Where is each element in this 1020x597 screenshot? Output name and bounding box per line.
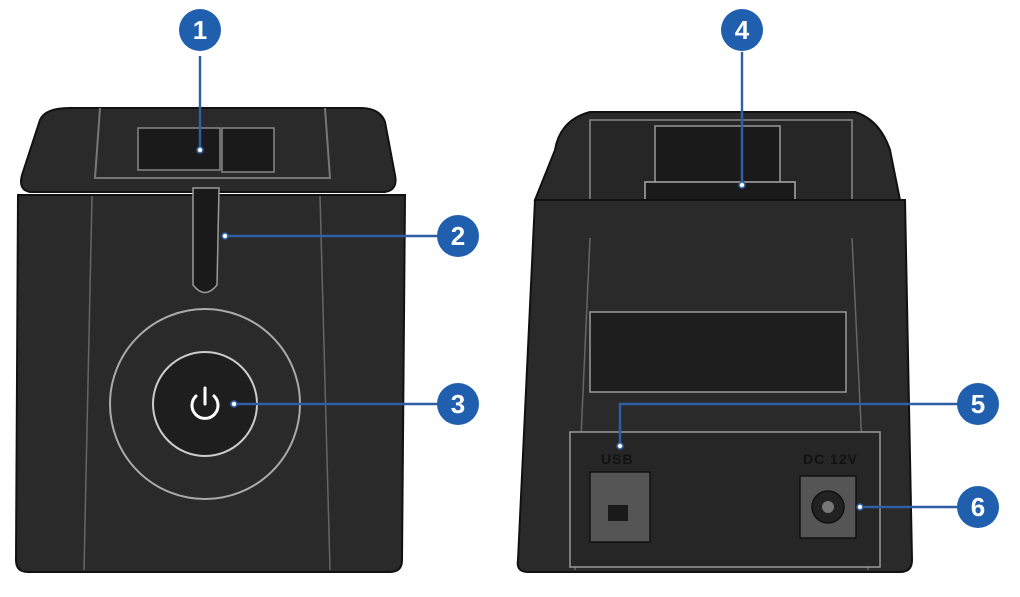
usb-port-label: USB (601, 451, 634, 467)
front-body-edge-right (319, 195, 331, 571)
leader-3-dot (230, 400, 238, 408)
callout-4-number: 4 (735, 15, 750, 45)
usb-port-connector (608, 505, 628, 521)
callout-1-number: 1 (193, 15, 207, 45)
leader-4-dot (738, 181, 746, 189)
leader-5 (618, 402, 960, 446)
callout-5: 5 (957, 383, 999, 425)
power-icon (190, 386, 220, 420)
front-top-slot (137, 127, 221, 171)
callout-1: 1 (179, 9, 221, 51)
front-top-slot-tab (221, 127, 275, 173)
callout-3-number: 3 (451, 389, 465, 419)
callout-6-number: 6 (971, 492, 985, 522)
back-view: USB DC 12V (516, 111, 914, 573)
dc-power-jack-inner (822, 501, 834, 513)
dc-port-label: DC 12V (803, 451, 858, 467)
callout-3: 3 (437, 383, 479, 425)
front-top-slot-frame (93, 107, 332, 179)
callout-2-number: 2 (451, 221, 465, 251)
front-view (14, 107, 407, 573)
back-top-slot (654, 125, 781, 185)
leader-1-dot (196, 146, 204, 154)
leader-2-dot (221, 232, 229, 240)
led-light-strip (192, 187, 220, 294)
callout-2: 2 (437, 215, 479, 257)
back-vent (589, 311, 847, 393)
leader-6-dot (856, 503, 864, 511)
front-body-edge-left (83, 195, 93, 571)
leader-5-dot (616, 442, 624, 450)
back-top-tab (644, 181, 796, 201)
callout-4: 4 (721, 9, 763, 51)
callout-6: 6 (957, 486, 999, 528)
leader-lines (196, 52, 962, 511)
callout-5-number: 5 (971, 389, 985, 419)
